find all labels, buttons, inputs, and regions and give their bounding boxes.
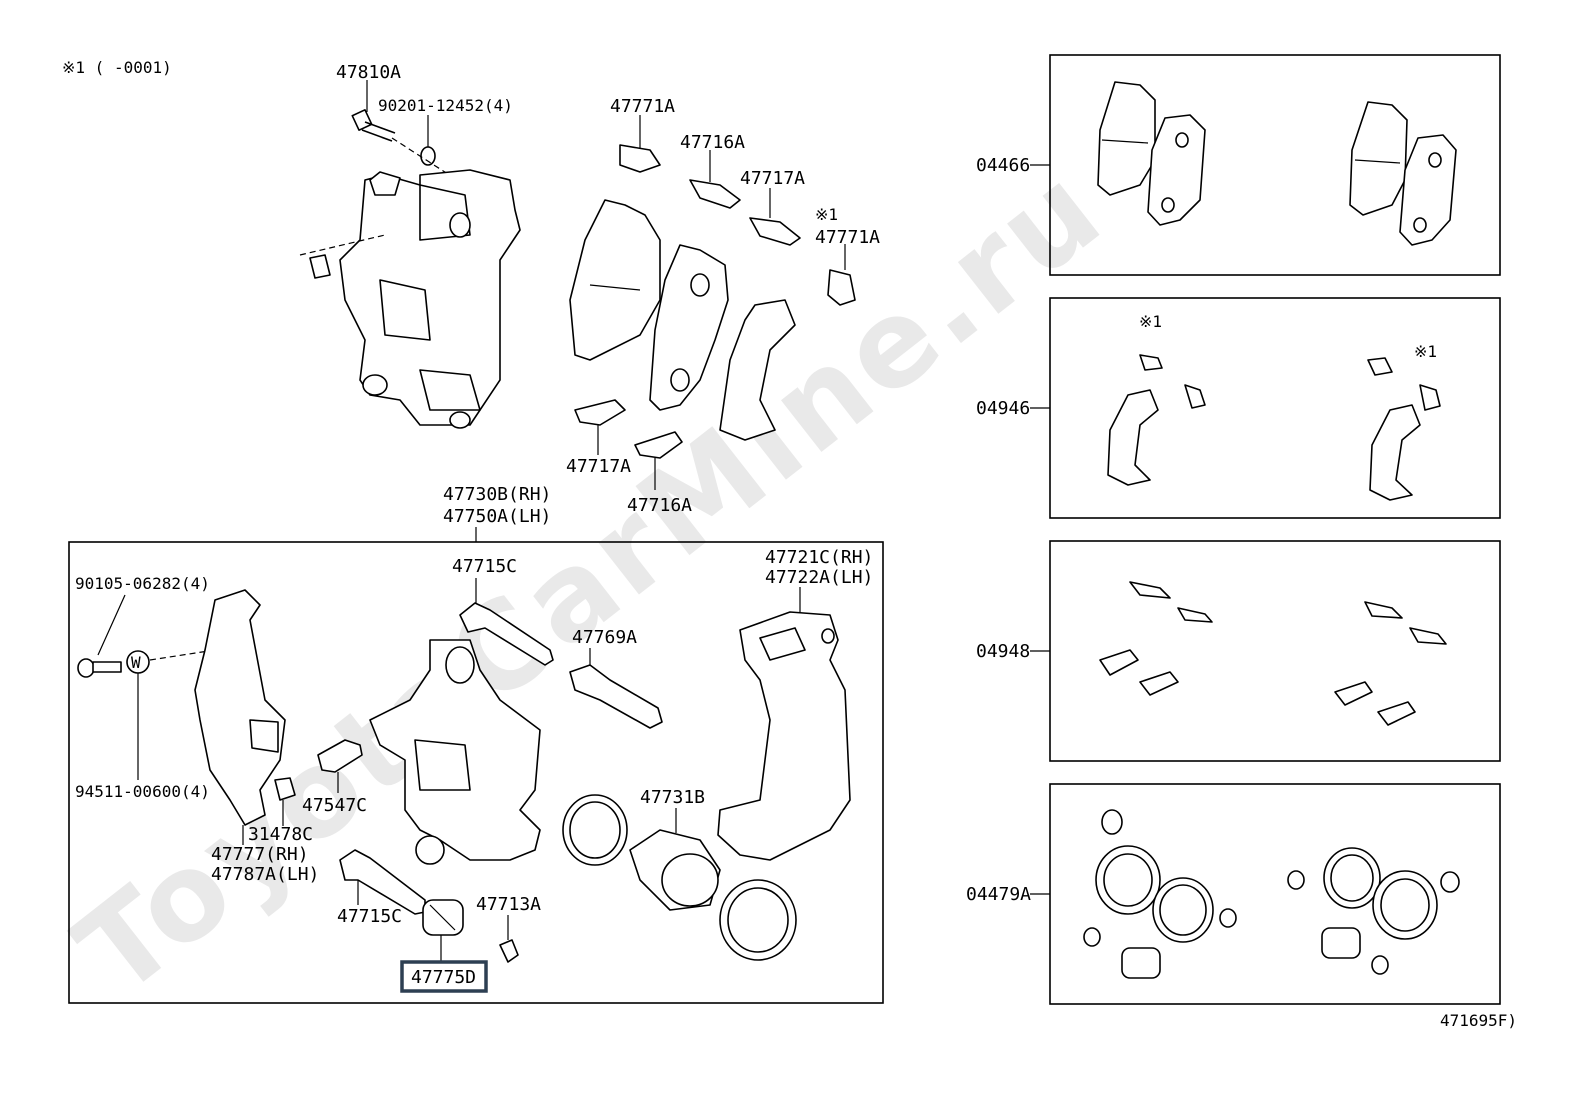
bolt-90105-icon bbox=[77, 658, 122, 678]
label-kit-04479A: 04479A bbox=[966, 884, 1031, 905]
brake-pads-top bbox=[569, 199, 796, 441]
label-47721C-rh: 47721C(RH) bbox=[765, 547, 873, 568]
highlight-47775D bbox=[400, 960, 488, 993]
label-31478C: 31478C bbox=[248, 824, 313, 845]
kit-04946-note-right: ※1 bbox=[1414, 342, 1437, 361]
label-47771A-right: 47771A bbox=[815, 227, 880, 248]
slide-pin-47715C-low-icon bbox=[339, 849, 426, 915]
figure-code: 471695F) bbox=[1440, 1011, 1517, 1030]
caliper-body-icon bbox=[309, 169, 521, 429]
label-47722A-lh: 47722A(LH) bbox=[765, 567, 873, 588]
label-90201-12452: 90201-12452(4) bbox=[378, 96, 513, 115]
label-47777-rh: 47777(RH) bbox=[211, 844, 309, 865]
clip-47717A-icon bbox=[749, 217, 801, 246]
clip-47716A-icon bbox=[689, 179, 741, 209]
slide-pin-47715C-top-icon bbox=[459, 602, 554, 666]
label-90105-06282: 90105-06282(4) bbox=[75, 574, 210, 593]
boot-47775D-icon bbox=[422, 899, 464, 936]
note-text: ※1 ( -0001) bbox=[62, 58, 172, 77]
kit-04479A-seals-icon bbox=[1083, 809, 1460, 979]
label-94511-00600: 94511-00600(4) bbox=[75, 782, 210, 801]
slide-pin-47769A-icon bbox=[569, 664, 663, 729]
label-47771A-note: ※1 bbox=[815, 205, 838, 224]
bleeder-bolt-icon bbox=[351, 108, 396, 142]
clip-47716A-lower-icon bbox=[634, 431, 683, 459]
kit-04946-note-left: ※1 bbox=[1139, 312, 1162, 331]
label-47713A: 47713A bbox=[476, 894, 541, 915]
anti-squeal-plate-icon bbox=[194, 589, 286, 826]
piston-seal-ring-icon bbox=[562, 794, 628, 866]
label-47715C-low: 47715C bbox=[337, 906, 402, 927]
clip-47717A-lower-icon bbox=[574, 399, 626, 426]
piston-boot-ring-icon bbox=[719, 879, 797, 961]
label-kit-04466: 04466 bbox=[976, 155, 1030, 176]
label-47716A-lower: 47716A bbox=[627, 495, 692, 516]
caliper-cylinder-icon bbox=[369, 639, 541, 865]
kit-04466-pads-left-icon bbox=[1097, 81, 1206, 226]
clip-47771A-right-icon bbox=[827, 269, 856, 306]
label-47771A-top: 47771A bbox=[610, 96, 675, 117]
label-47769A: 47769A bbox=[572, 627, 637, 648]
caliper-kit-frame bbox=[68, 541, 884, 1004]
kit-04946-shims-icon bbox=[1107, 354, 1441, 501]
label-47750A-lh: 47750A(LH) bbox=[443, 506, 551, 527]
label-47547C: 47547C bbox=[302, 795, 367, 816]
cap-31478C-icon bbox=[274, 777, 296, 801]
washer-icon bbox=[420, 146, 436, 166]
label-47716A-top: 47716A bbox=[680, 132, 745, 153]
label-kit-04946: 04946 bbox=[976, 398, 1030, 419]
label-47775D[interactable]: 47775D bbox=[411, 967, 476, 988]
kit-04948-clips-icon bbox=[1099, 581, 1447, 726]
washer-w-label: W bbox=[131, 653, 141, 672]
label-47717A-top: 47717A bbox=[740, 168, 805, 189]
label-47730B-rh: 47730B(RH) bbox=[443, 484, 551, 505]
label-47787A-lh: 47787A(LH) bbox=[211, 864, 319, 885]
dust-cap-47713A-icon bbox=[499, 939, 519, 963]
washer-w-icon: W bbox=[126, 650, 150, 674]
label-47810A: 47810A bbox=[336, 62, 401, 83]
clip-47771A-icon bbox=[619, 144, 661, 173]
label-47731B: 47731B bbox=[640, 787, 705, 808]
label-47717A-lower: 47717A bbox=[566, 456, 631, 477]
caliper-assembly-top bbox=[299, 80, 521, 429]
label-47715C-top: 47715C bbox=[452, 556, 517, 577]
label-kit-04948: 04948 bbox=[976, 641, 1030, 662]
bleeder-screw-icon bbox=[317, 739, 363, 773]
kit-04466-pads-right-icon bbox=[1349, 101, 1457, 246]
mounting-bracket-icon bbox=[717, 611, 851, 861]
kit-04948-frame bbox=[1049, 540, 1501, 762]
piston-47731B-icon bbox=[629, 829, 721, 911]
